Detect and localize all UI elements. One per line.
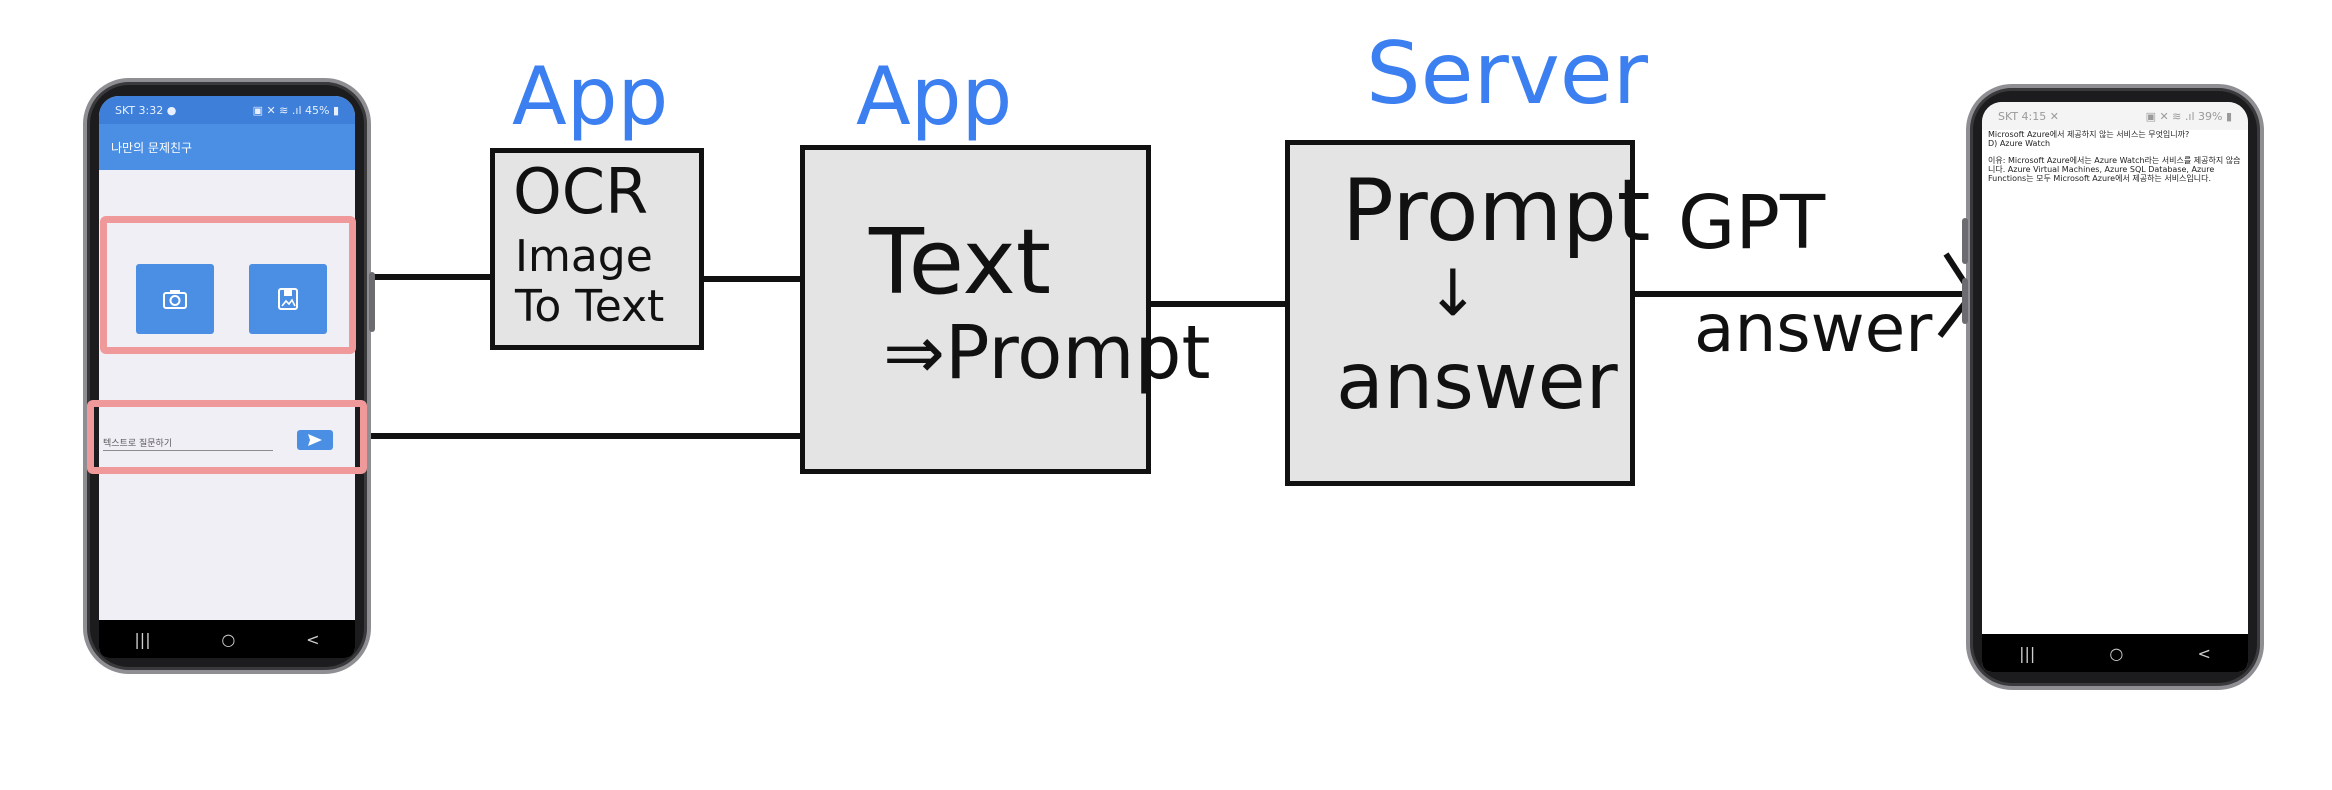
status-bar: SKT 4:15 ✕ ▣ ✕ ≋ .ıl 39% ▮ xyxy=(1982,102,2248,130)
nav-recents-button[interactable]: ||| xyxy=(134,629,151,649)
app-title-bar: 나만의 문제친구 xyxy=(99,124,355,170)
camera-button[interactable] xyxy=(136,264,214,334)
ocr-line2: Image xyxy=(515,231,653,282)
down-arrow-icon: ↓ xyxy=(1426,257,1480,331)
answer-label: answer xyxy=(1694,290,1933,367)
input-underline xyxy=(103,450,273,451)
app-title: 나만의 문제친구 xyxy=(111,140,193,155)
send-icon xyxy=(308,434,322,446)
camera-icon xyxy=(163,290,187,309)
text-prompt-line1: Text xyxy=(869,210,1052,315)
gallery-button[interactable] xyxy=(249,264,327,334)
ocr-box: OCR Image To Text xyxy=(490,148,704,350)
server-line2: answer xyxy=(1336,337,1618,427)
phone-answer: SKT 4:15 ✕ ▣ ✕ ≋ .ıl 39% ▮ Microsoft Azu… xyxy=(1962,84,2264,690)
answer-explanation: 이유: Microsoft Azure에서는 Azure Watch라는 서비스… xyxy=(1988,156,2241,183)
status-left: SKT 3:32 ● xyxy=(115,103,177,117)
question-input-placeholder: 텍스트로 질문하기 xyxy=(103,439,173,449)
server-tag: Server xyxy=(1366,24,1649,124)
phone-app-screen: SKT 3:32 ● ▣ ✕ ≋ .ıl 45% ▮ 나만의 문제친구 텍스트로… xyxy=(99,96,355,658)
server-box: Prompt ↓ answer xyxy=(1285,140,1651,486)
gallery-icon xyxy=(278,288,298,310)
question-text: Microsoft Azure에서 제공하지 않는 서비스는 무엇입니까? xyxy=(1988,130,2190,139)
image-buttons-highlight xyxy=(100,216,356,354)
nav-home-button[interactable]: ○ xyxy=(221,629,236,649)
text-prompt-box: Text ⇒Prompt xyxy=(800,145,1210,474)
text-prompt-line2: ⇒Prompt xyxy=(883,310,1211,396)
nav-home-button[interactable]: ○ xyxy=(2109,643,2124,663)
ocr-tag: App xyxy=(512,50,669,143)
nav-back-button[interactable]: < xyxy=(306,629,320,649)
system-nav-bar: ||| ○ < xyxy=(99,620,355,658)
status-right: ▣ ✕ ≋ .ıl 45% ▮ xyxy=(252,103,339,117)
gpt-label: GPT xyxy=(1678,180,1826,266)
server-line1: Prompt xyxy=(1342,161,1651,261)
answer-content: Microsoft Azure에서 제공하지 않는 서비스는 무엇입니까? D)… xyxy=(1988,130,2242,183)
text-prompt-tag: App xyxy=(856,50,1013,143)
phone-app: SKT 3:32 ● ▣ ✕ ≋ .ıl 45% ▮ 나만의 문제친구 텍스트로… xyxy=(83,78,375,674)
question-input[interactable]: 텍스트로 질문하기 xyxy=(103,436,172,449)
nav-back-button[interactable]: < xyxy=(2197,643,2211,663)
status-bar: SKT 3:32 ● ▣ ✕ ≋ .ıl 45% ▮ xyxy=(99,96,355,124)
nav-recents-button[interactable]: ||| xyxy=(2019,643,2036,663)
text-input-highlight xyxy=(87,400,367,474)
ocr-line1: OCR xyxy=(513,155,649,228)
phone-answer-screen: SKT 4:15 ✕ ▣ ✕ ≋ .ıl 39% ▮ Microsoft Azu… xyxy=(1982,102,2248,672)
send-button[interactable] xyxy=(297,430,333,450)
status-right: ▣ ✕ ≋ .ıl 39% ▮ xyxy=(2145,109,2232,123)
ocr-line3: To Text xyxy=(515,281,665,332)
status-left: SKT 4:15 ✕ xyxy=(1998,109,2059,123)
system-nav-bar: ||| ○ < xyxy=(1982,634,2248,672)
answer-choice: D) Azure Watch xyxy=(1988,139,2051,148)
